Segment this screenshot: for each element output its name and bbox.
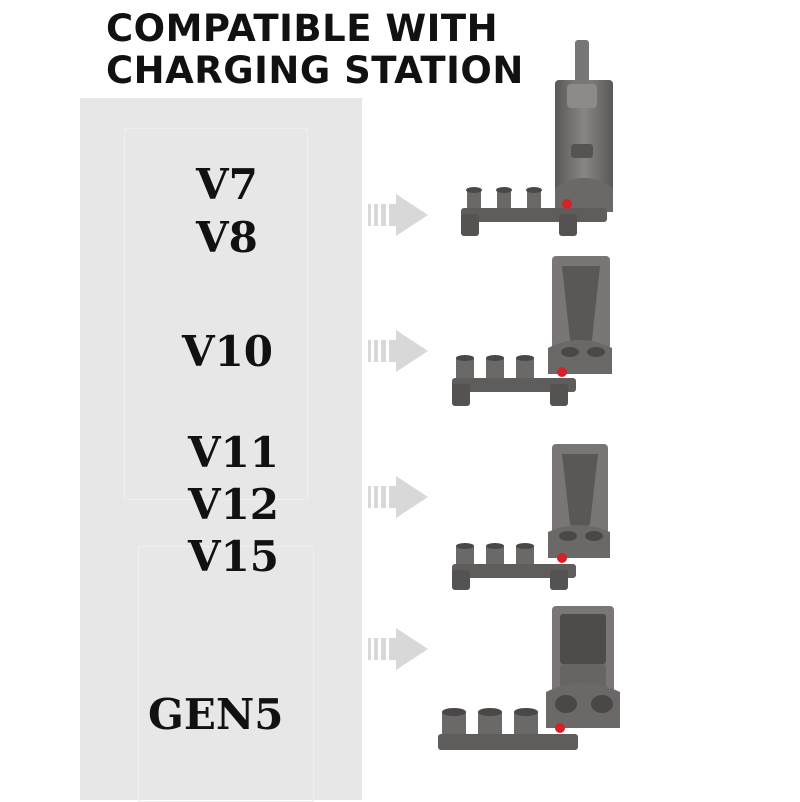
model-label-v7: V7 bbox=[196, 160, 258, 209]
model-label-v10: V10 bbox=[182, 327, 274, 376]
charging-dock-icon bbox=[438, 606, 620, 750]
arrow-right-icon bbox=[368, 628, 428, 670]
panel-inner-box bbox=[124, 128, 308, 500]
charging-dock-icon bbox=[452, 444, 610, 590]
page-title: COMPATIBLE WITH CHARGING STATION bbox=[106, 7, 524, 92]
arrow-right-icon bbox=[368, 194, 428, 236]
charging-dock-icon bbox=[461, 40, 613, 236]
model-label-v12: V12 bbox=[188, 480, 280, 529]
arrow-right-icon bbox=[368, 330, 428, 372]
model-label-v8: V8 bbox=[196, 213, 258, 262]
model-panel bbox=[80, 98, 362, 802]
arrow-right-icon bbox=[368, 476, 428, 518]
panel-inner-box bbox=[138, 546, 314, 802]
charging-dock-icon bbox=[452, 256, 612, 406]
model-label-v15: V15 bbox=[188, 532, 280, 581]
model-label-v11: V11 bbox=[188, 428, 280, 477]
model-label-gen5: GEN5 bbox=[148, 690, 284, 739]
